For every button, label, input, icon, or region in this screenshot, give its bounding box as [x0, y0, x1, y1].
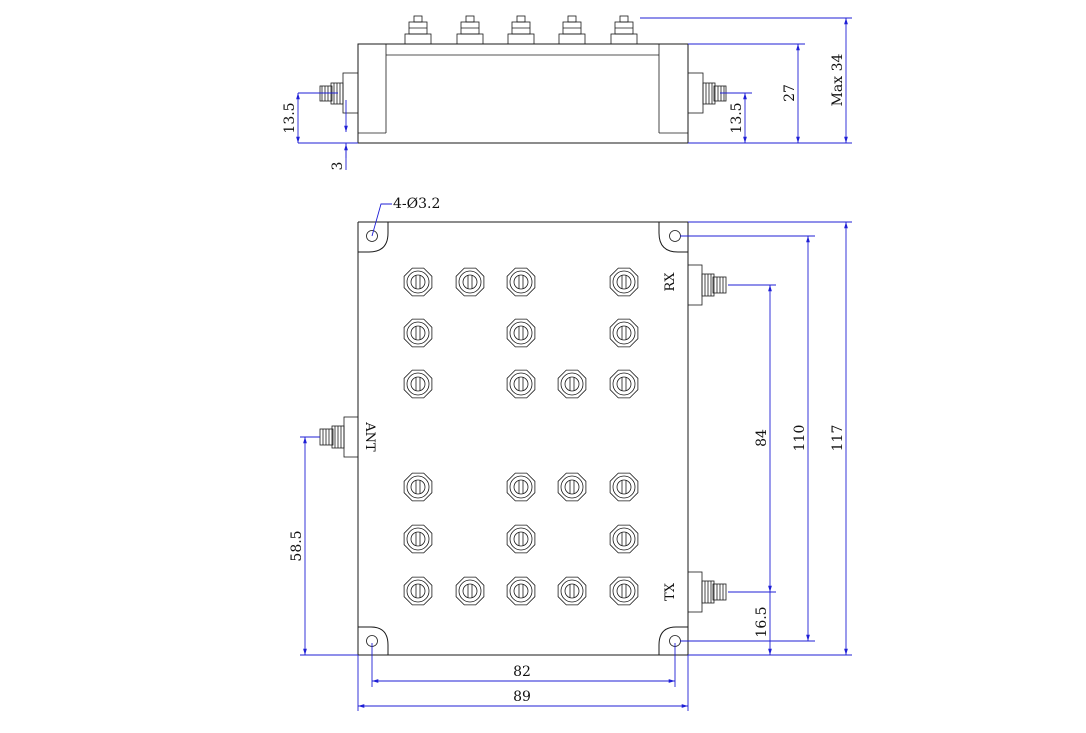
- tuning-screws: [403, 267, 639, 606]
- dim-110: 110: [792, 425, 808, 452]
- side-dimension-lines: [296, 17, 852, 170]
- top-dimension-lines: [300, 221, 852, 711]
- side-view: 13.5 3 13.5 27 Max 34: [282, 15, 852, 171]
- tuning-screw-icon: [609, 369, 639, 399]
- side-connector-right: [687, 72, 727, 114]
- tuning-screw-icon: [403, 267, 433, 297]
- hole-callout: 4-Ø3.2: [393, 196, 440, 212]
- dim-84: 84: [754, 429, 770, 447]
- dim-82: 82: [513, 664, 531, 680]
- tuning-screw-icon: [609, 524, 639, 554]
- tuning-screw-icon: [506, 369, 536, 399]
- tuning-screw-icon: [506, 318, 536, 348]
- mounting-hole-tr: [669, 230, 681, 242]
- side-screw-icon: [558, 15, 586, 45]
- tuning-screw-icon: [506, 524, 536, 554]
- ant-connector: [319, 416, 359, 458]
- side-housing-outline: [357, 43, 689, 144]
- tuning-screw-icon: [455, 576, 485, 606]
- tuning-screw-icon: [403, 524, 433, 554]
- tuning-screw-icon: [403, 318, 433, 348]
- dim-13-5-left: 13.5: [282, 102, 298, 133]
- side-screw-icon: [456, 15, 484, 45]
- dim-27: 27: [782, 84, 798, 102]
- side-connector-left: [319, 72, 359, 114]
- side-screws: [404, 15, 638, 45]
- dim-3: 3: [330, 162, 346, 171]
- hole-callout-leader: [371, 203, 392, 237]
- side-screw-icon: [610, 15, 638, 45]
- top-view: RX TX ANT 4-Ø3.2 82: [289, 196, 852, 711]
- dim-58-5: 58.5: [289, 530, 305, 561]
- dim-max-34: Max 34: [830, 53, 846, 106]
- tuning-screw-icon: [455, 267, 485, 297]
- ant-label: ANT: [362, 421, 377, 452]
- tx-connector: [687, 571, 727, 613]
- tx-label: TX: [663, 582, 678, 601]
- dim-16-5: 16.5: [754, 606, 770, 637]
- tuning-screw-icon: [403, 369, 433, 399]
- tuning-screw-icon: [506, 472, 536, 502]
- tuning-screw-icon: [403, 472, 433, 502]
- dim-89: 89: [513, 689, 531, 705]
- tuning-screw-icon: [403, 576, 433, 606]
- tuning-screw-icon: [609, 267, 639, 297]
- top-housing-outline: [357, 221, 689, 656]
- mounting-hole-tl: [366, 230, 378, 242]
- dim-13-5-right: 13.5: [729, 102, 745, 133]
- tuning-screw-icon: [557, 472, 587, 502]
- tuning-screw-icon: [506, 576, 536, 606]
- tuning-screw-icon: [506, 267, 536, 297]
- tuning-screw-icon: [609, 318, 639, 348]
- rx-label: RX: [663, 272, 678, 292]
- tuning-screw-icon: [557, 369, 587, 399]
- tuning-screw-icon: [609, 576, 639, 606]
- rx-connector: [687, 264, 727, 306]
- side-screw-icon: [507, 15, 535, 45]
- side-screw-icon: [404, 15, 432, 45]
- tuning-screw-icon: [609, 472, 639, 502]
- dim-117: 117: [830, 425, 846, 452]
- tuning-screw-icon: [557, 576, 587, 606]
